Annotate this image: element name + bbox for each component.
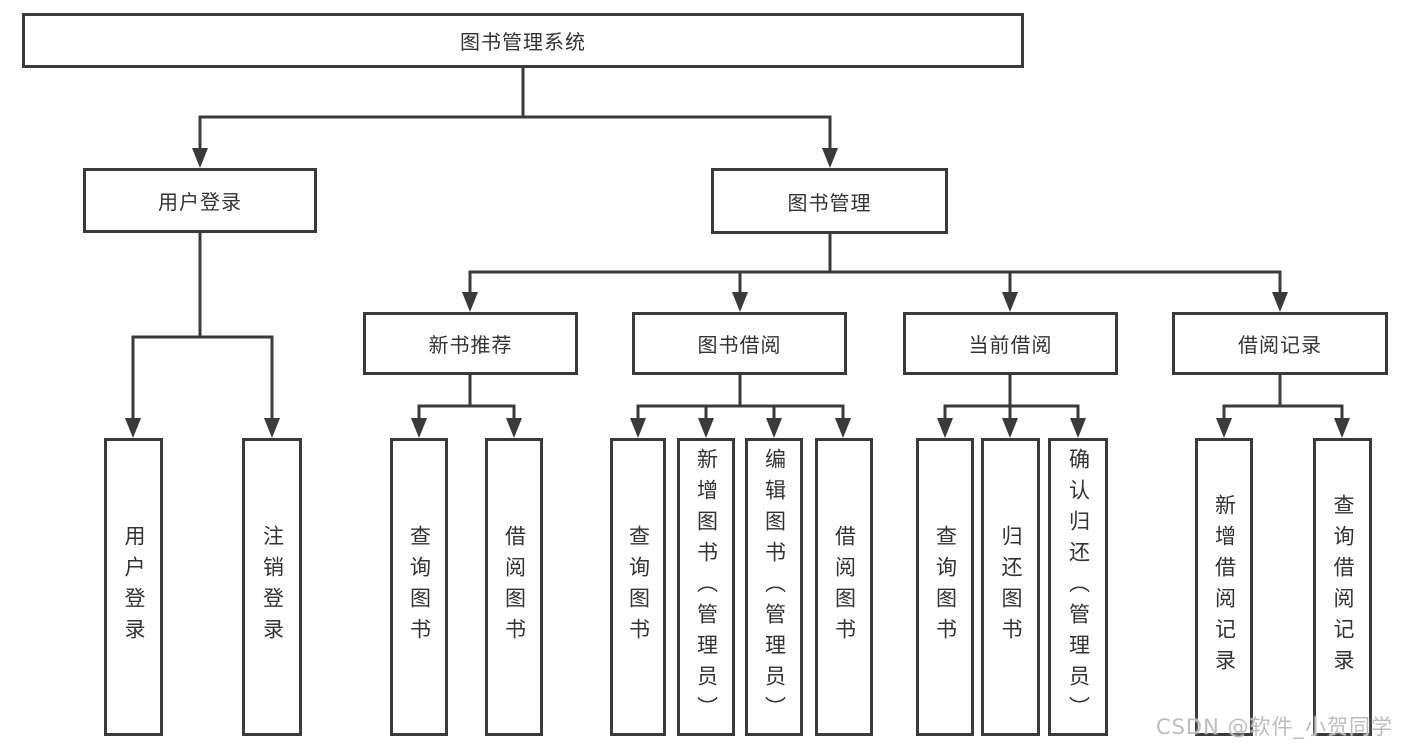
leaf-newbook-query-books: 查询图书 — [390, 438, 448, 736]
leaf-current-return-books: 归还图书 — [981, 438, 1040, 736]
connector-user-login-to-leaves — [125, 231, 280, 438]
leaf-borrow-edit-books-admin: 编辑图书（管理员） — [745, 438, 803, 736]
connector-current-borrow-to-leaves — [937, 373, 1086, 438]
leaf-record-query: 查询借阅记录 — [1313, 438, 1372, 736]
leaf-newbook-borrow-books-label: 借阅图书 — [502, 525, 527, 649]
leaf-borrow-edit-books-admin-label: 编辑图书（管理员） — [762, 447, 787, 727]
leaf-borrow-borrow-books-label: 借阅图书 — [832, 525, 857, 649]
leaf-newbook-query-books-label: 查询图书 — [407, 525, 432, 649]
node-user-login-label: 用户登录 — [158, 190, 242, 214]
node-user-login: 用户登录 — [83, 168, 317, 233]
leaf-current-confirm-return-admin-label: 确认归还（管理员） — [1066, 447, 1091, 727]
leaf-borrow-query-books-label: 查询图书 — [626, 525, 651, 649]
node-new-book-recommend: 新书推荐 — [363, 312, 578, 375]
leaf-record-add-label: 新增借阅记录 — [1212, 494, 1237, 680]
connector-book-management-to-level3 — [462, 232, 1288, 312]
leaf-borrow-borrow-books: 借阅图书 — [815, 438, 873, 736]
node-new-book-recommend-label: 新书推荐 — [428, 333, 513, 357]
node-book-management: 图书管理 — [711, 168, 948, 234]
leaf-current-return-books-label: 归还图书 — [999, 525, 1023, 649]
leaf-user-login: 用户登录 — [104, 438, 163, 736]
leaf-current-query-books: 查询图书 — [916, 438, 974, 736]
node-book-borrow: 图书借阅 — [632, 312, 847, 375]
leaf-borrow-query-books: 查询图书 — [610, 438, 666, 736]
leaf-record-query-label: 查询借阅记录 — [1331, 494, 1355, 680]
leaf-borrow-add-books-admin: 新增图书（管理员） — [677, 438, 735, 736]
node-borrow-record-label: 借阅记录 — [1238, 333, 1322, 357]
node-book-borrow-label: 图书借阅 — [697, 333, 782, 357]
connector-root-to-level2 — [192, 66, 838, 168]
node-current-borrow-label: 当前借阅 — [968, 333, 1053, 357]
node-current-borrow: 当前借阅 — [903, 312, 1118, 375]
leaf-borrow-add-books-admin-label: 新增图书（管理员） — [694, 447, 719, 727]
leaf-logout: 注销登录 — [242, 438, 302, 736]
node-root-label: 图书管理系统 — [460, 30, 586, 54]
connector-book-borrow-to-leaves — [630, 373, 851, 438]
leaf-current-confirm-return-admin: 确认归还（管理员） — [1048, 438, 1108, 736]
leaf-record-add: 新增借阅记录 — [1195, 438, 1253, 736]
leaf-logout-label: 注销登录 — [260, 525, 285, 649]
node-borrow-record: 借阅记录 — [1172, 312, 1388, 375]
connector-borrow-record-to-leaves — [1216, 373, 1350, 438]
leaf-user-login-label: 用户登录 — [122, 525, 146, 649]
node-book-management-label: 图书管理 — [787, 190, 872, 215]
connector-new-book-to-leaves — [411, 373, 522, 438]
node-root: 图书管理系统 — [22, 13, 1024, 68]
csdn-watermark: CSDN @软件_小贺同学 — [1155, 715, 1393, 739]
leaf-current-query-books-label: 查询图书 — [933, 525, 958, 649]
leaf-newbook-borrow-books: 借阅图书 — [485, 438, 543, 736]
